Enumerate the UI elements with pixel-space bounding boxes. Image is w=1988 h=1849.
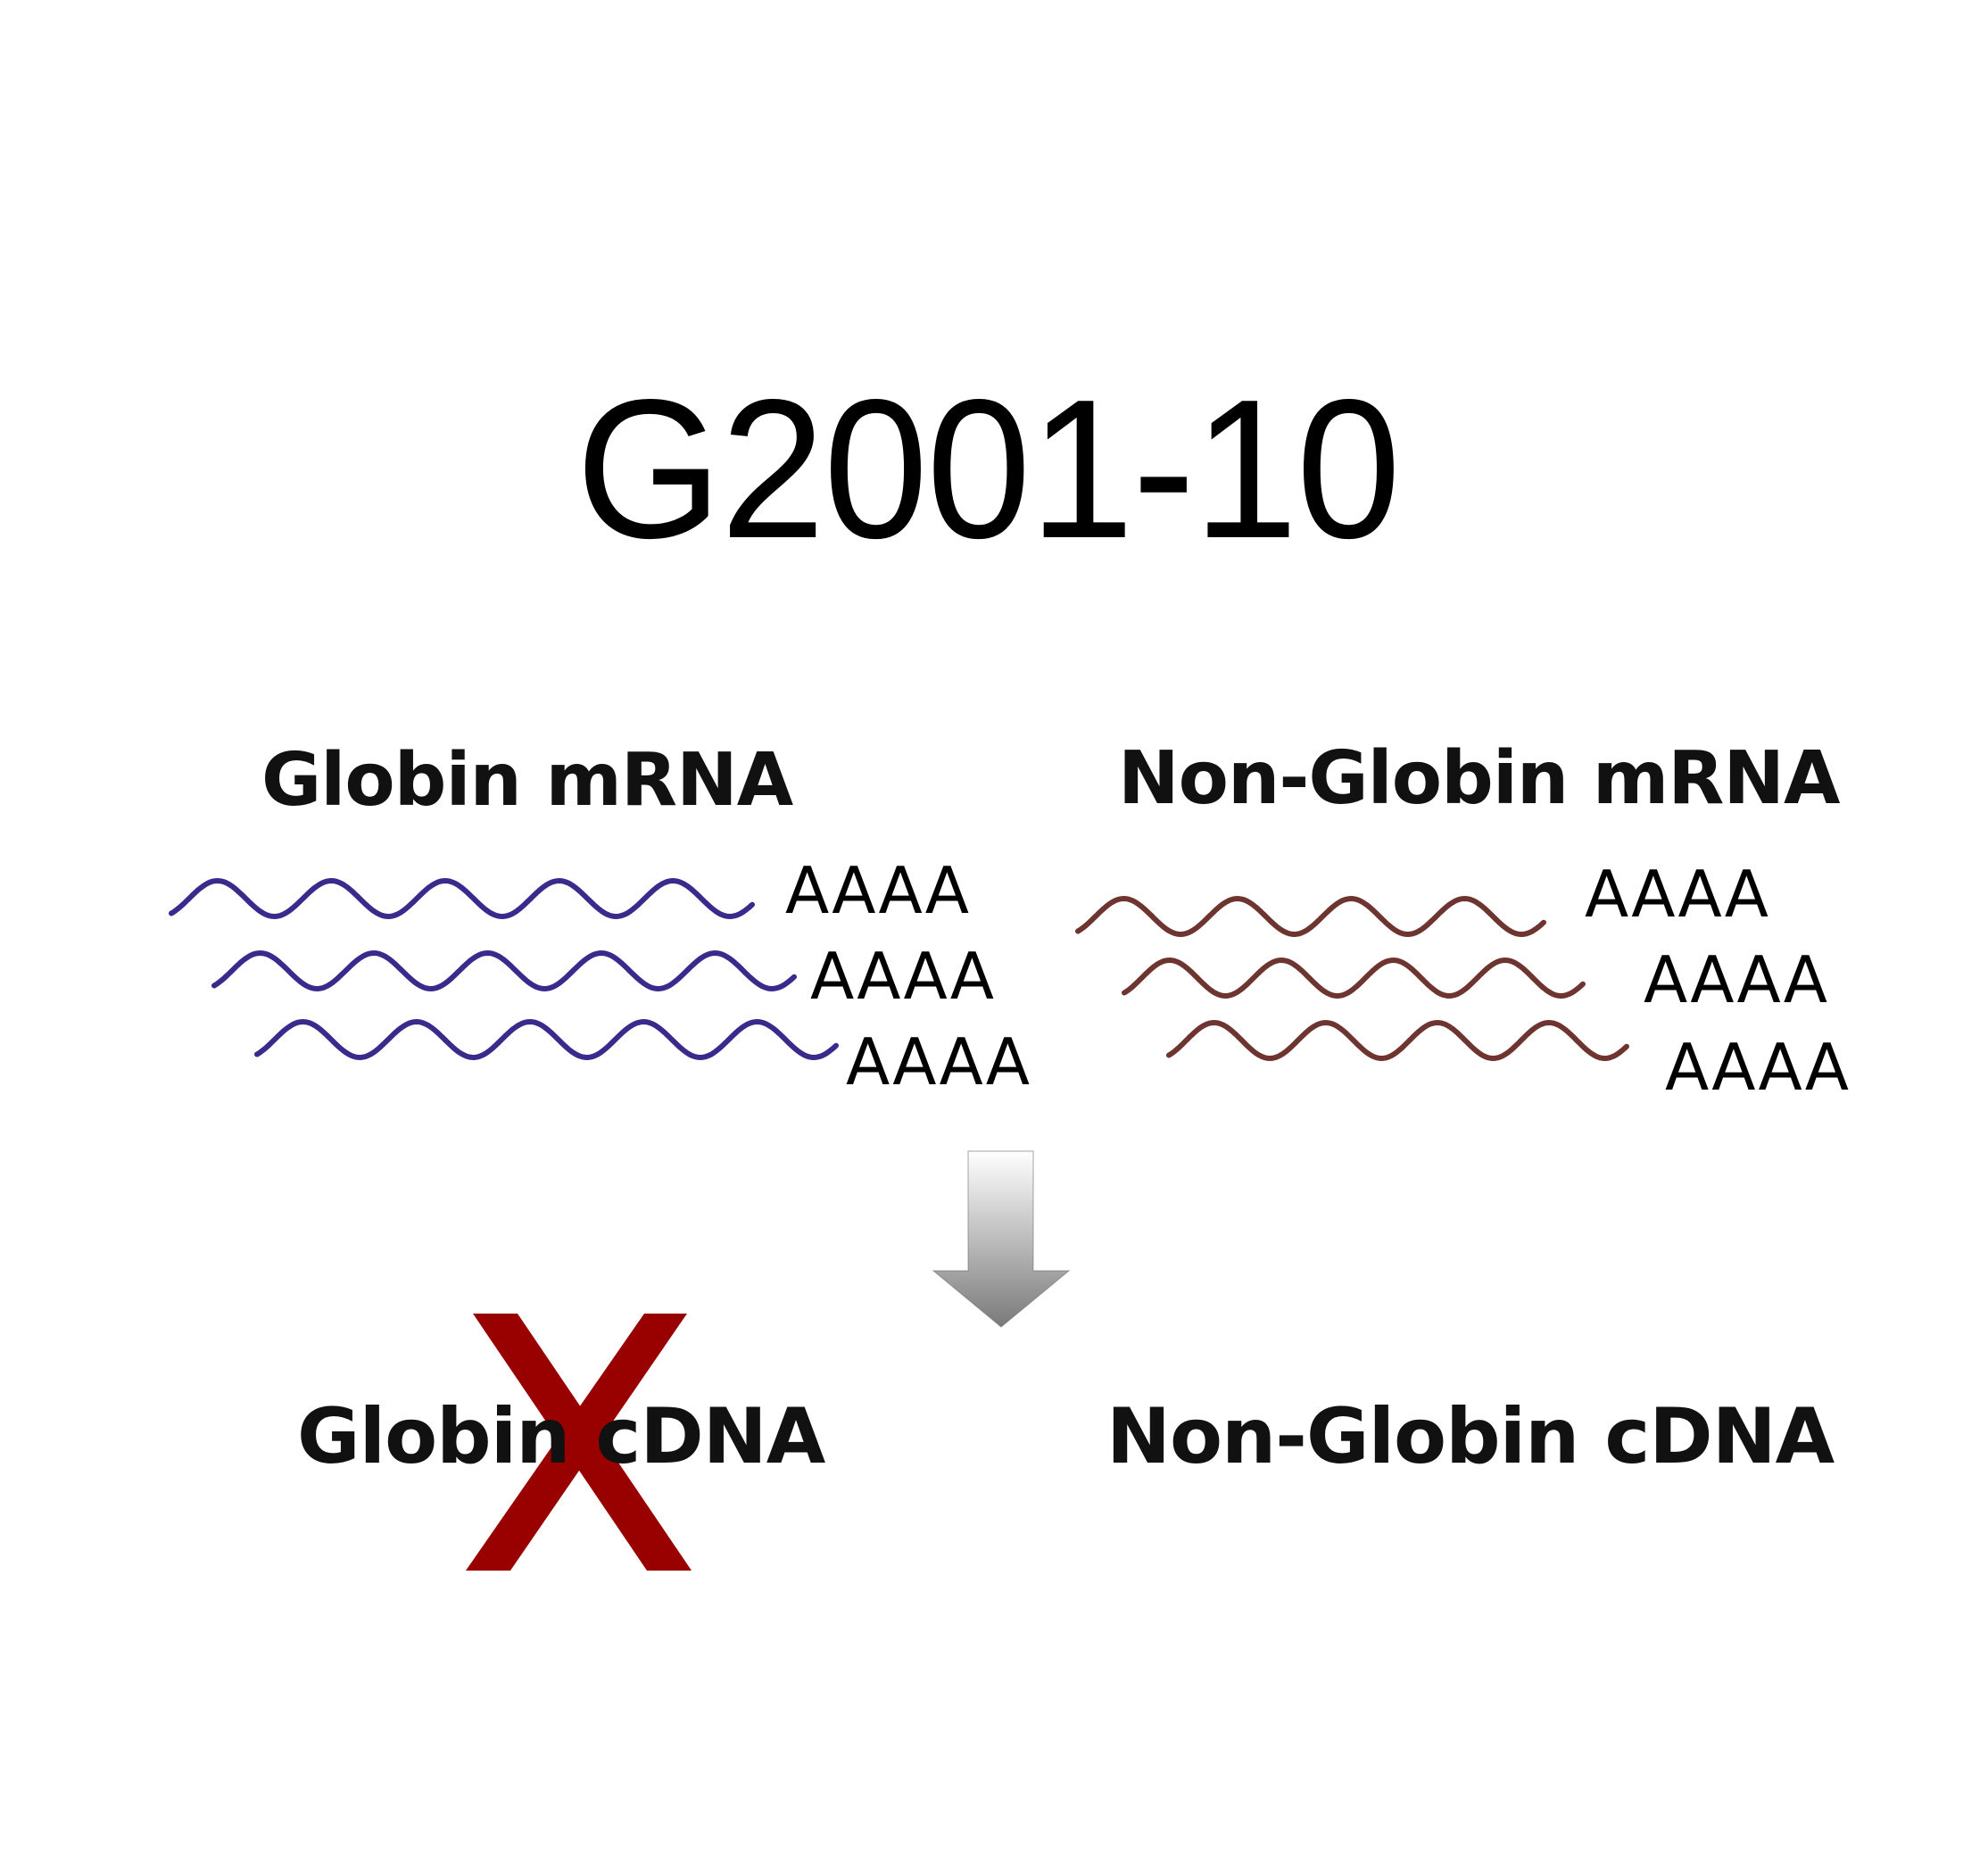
globin-polya-tail: AAAA — [810, 939, 996, 1014]
x-mark-icon — [466, 1314, 692, 1571]
non-globin-mrna-strand — [1166, 1019, 1629, 1062]
globin-mrna-strand — [211, 949, 797, 992]
non-globin-mrna-group — [1075, 895, 1629, 1062]
globin-mrna-heading: Globin mRNA — [261, 738, 793, 823]
globin-mrna-strand — [254, 1018, 839, 1061]
non-globin-polya-tail: AAAA — [1644, 942, 1829, 1017]
non-globin-polya-tail: AAAA — [1665, 1030, 1851, 1105]
globin-polya-tail: AAAA — [846, 1024, 1031, 1099]
arrow-down-icon — [932, 1150, 1071, 1328]
non-globin-mrna-strand — [1122, 957, 1586, 999]
globin-cdna-label: Globin cDNA — [297, 1392, 825, 1481]
non-globin-mrna-heading: Non-Globin mRNA — [1118, 736, 1841, 821]
non-globin-mrna-strand — [1075, 895, 1546, 938]
globin-polya-tail: AAAA — [785, 853, 971, 928]
globin-mrna-strand — [169, 877, 755, 920]
non-globin-cdna-label: Non-Globin cDNA — [1106, 1392, 1835, 1481]
x-mark-stroke-2 — [466, 1314, 687, 1571]
globin-mrna-group — [169, 877, 839, 1061]
non-globin-polya-tail: AAAA — [1585, 857, 1770, 932]
diagram-title: G2001-10 — [576, 359, 1401, 580]
